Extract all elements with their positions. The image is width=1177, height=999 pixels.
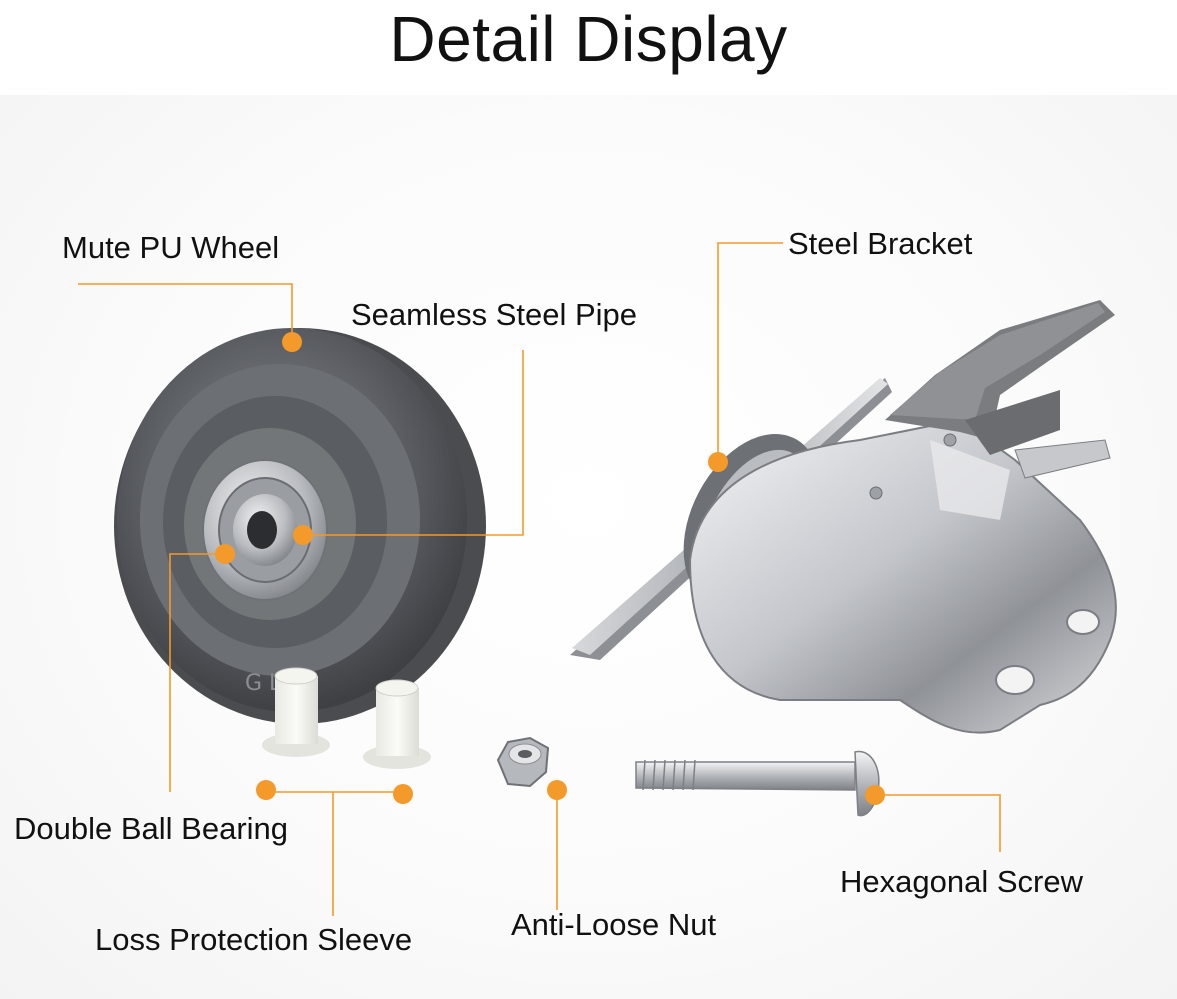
label-anti-loose-nut: Anti-Loose Nut xyxy=(511,907,717,942)
loss-protection-sleeve-left xyxy=(262,667,330,757)
leader-hexagonal-screw xyxy=(875,794,1001,852)
dot-mute-pu-wheel xyxy=(282,332,302,352)
label-seamless-steel-pipe: Seamless Steel Pipe xyxy=(351,297,638,332)
leader-mute-pu-wheel xyxy=(78,283,293,342)
hexagonal-screw xyxy=(635,750,880,817)
leader-double-ball-bearing xyxy=(169,553,225,792)
label-steel-bracket: Steel Bracket xyxy=(788,226,973,261)
dot-sleeve-left xyxy=(256,780,276,800)
ball-bearing xyxy=(202,459,328,601)
steel-bracket xyxy=(570,300,1117,734)
leader-lines xyxy=(78,242,1001,916)
leader-seamless-steel-pipe xyxy=(303,350,524,536)
dot-seamless-steel-pipe xyxy=(293,525,313,545)
label-mute-pu-wheel: Mute PU Wheel xyxy=(62,230,280,265)
dot-sleeve-right xyxy=(393,784,413,804)
label-loss-protection-sleeve: Loss Protection Sleeve xyxy=(95,922,413,957)
dot-double-ball-bearing xyxy=(215,544,235,564)
callout-dots xyxy=(215,332,885,805)
dot-steel-bracket xyxy=(708,452,728,472)
label-double-ball-bearing: Double Ball Bearing xyxy=(14,811,289,846)
dot-hexagonal-screw xyxy=(865,785,885,805)
loss-protection-sleeve-right xyxy=(363,679,431,769)
leader-steel-bracket xyxy=(717,242,783,462)
label-hexagonal-screw: Hexagonal Screw xyxy=(840,864,1083,899)
dot-anti-loose-nut xyxy=(547,780,567,800)
page-title: Detail Display xyxy=(389,3,788,75)
anti-loose-nut xyxy=(496,736,550,788)
